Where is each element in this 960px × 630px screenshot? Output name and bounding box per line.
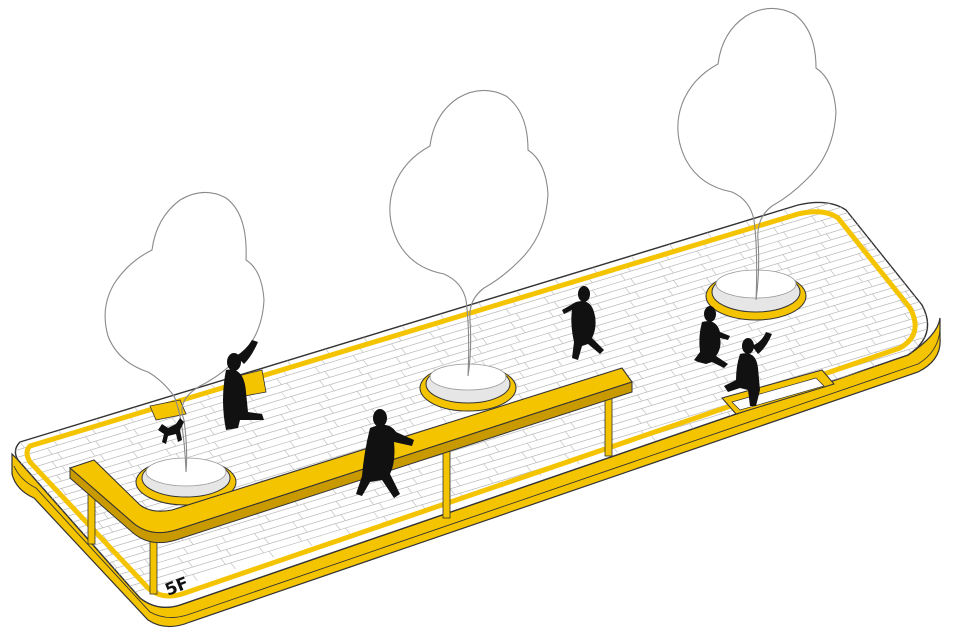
- planter-left: [135, 457, 237, 506]
- yellow-bench-structure: [68, 367, 633, 595]
- person-walking-mid: [562, 286, 604, 360]
- person-walking-right: [694, 306, 730, 368]
- tree-left: [104, 191, 265, 473]
- person-waving-left: [223, 340, 264, 430]
- person-waving-right: [724, 332, 772, 406]
- person-walking-center: [356, 409, 414, 498]
- dog: [158, 418, 184, 444]
- planter-center: [419, 363, 517, 412]
- tree-center: [389, 89, 549, 377]
- tree-right: [677, 7, 837, 301]
- bench-front-face: [69, 381, 633, 544]
- deck-rim: [24, 209, 918, 599]
- slab-edge-line: [13, 329, 941, 618]
